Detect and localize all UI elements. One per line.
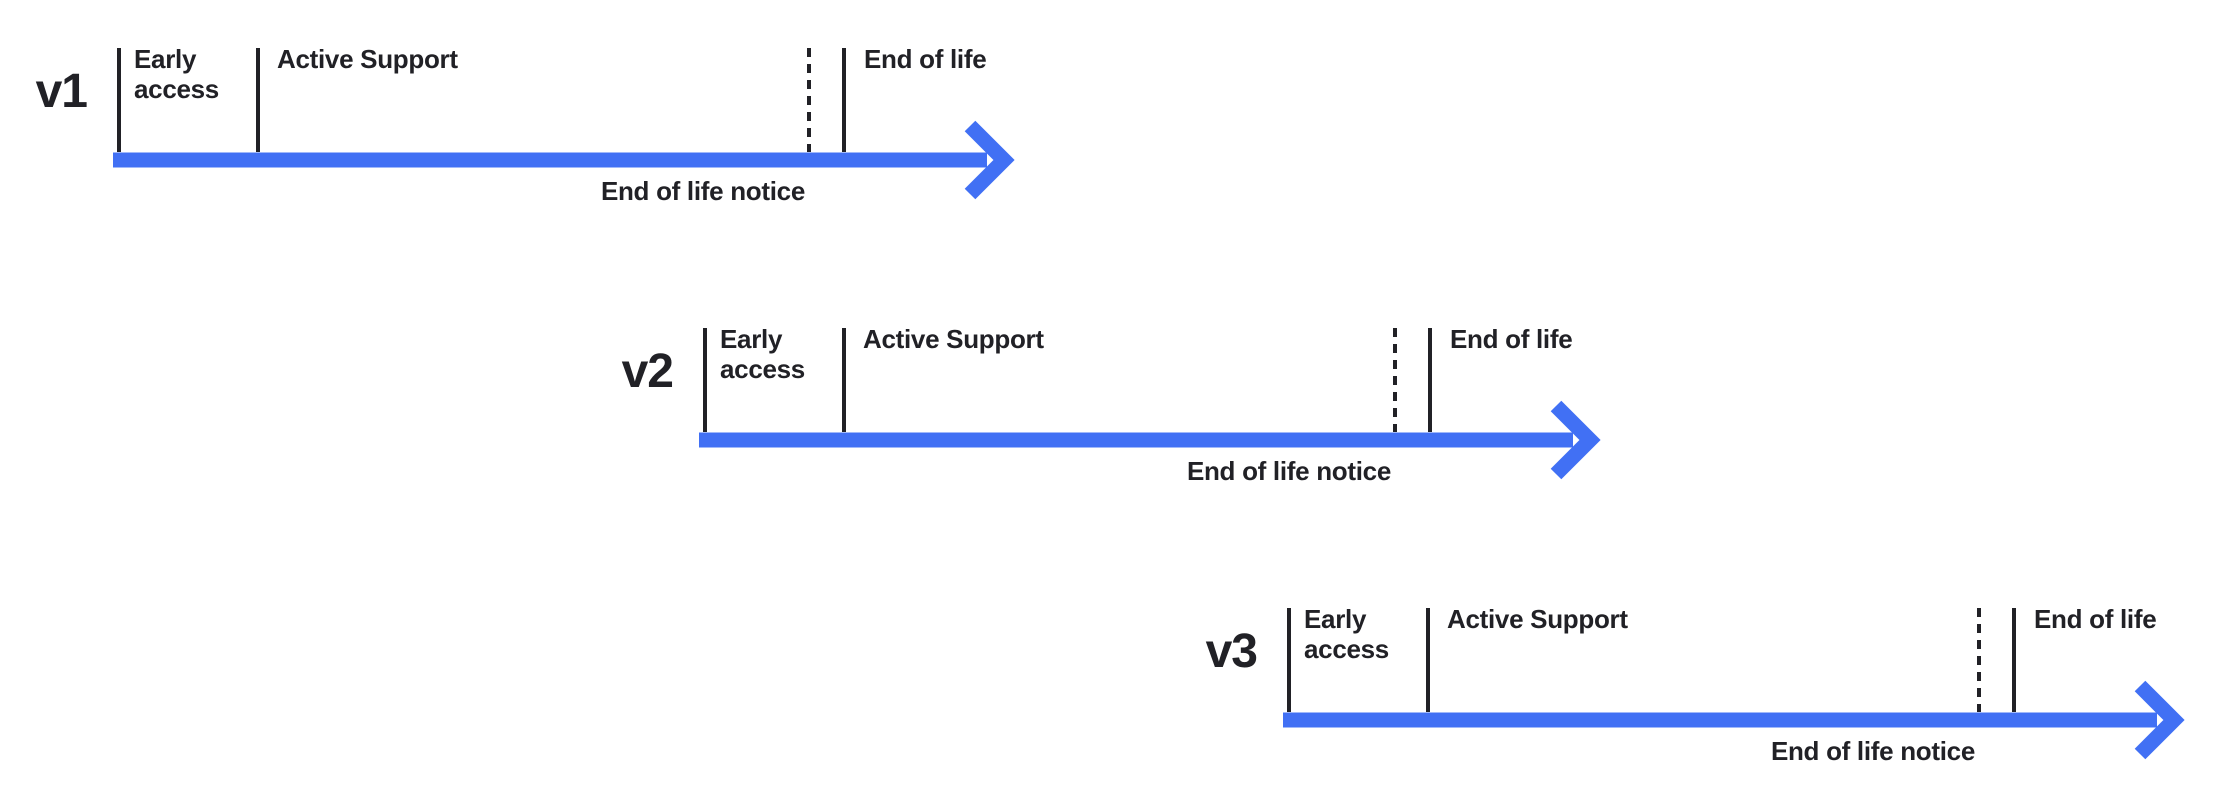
timeline-v2: v2 Early access Active Support End of li…: [622, 324, 1663, 498]
timeline-arrow-icon: [1283, 680, 2185, 760]
early-access-start-tick: [117, 48, 121, 152]
eol-notice-dashed-tick: [807, 48, 811, 152]
version-label: v2: [621, 345, 674, 398]
active-support-start-tick: [842, 328, 846, 432]
end-of-life-label: End of life: [1450, 324, 1573, 354]
end-of-life-notice-label: End of life notice: [1770, 736, 1975, 766]
end-of-life-tick: [1428, 328, 1432, 432]
eol-notice-dashed-tick: [1393, 328, 1397, 432]
timeline-arrow-icon: [699, 400, 1601, 480]
version-label: v1: [35, 65, 88, 118]
active-support-label: Active Support: [1447, 604, 1628, 634]
end-of-life-tick: [842, 48, 846, 152]
end-of-life-notice-label: End of life notice: [1186, 456, 1391, 486]
version-label: v3: [1205, 625, 1258, 678]
end-of-life-notice-label: End of life notice: [600, 176, 805, 206]
timeline-v1: v1 Early access Active Support End of li…: [36, 44, 1077, 218]
end-of-life-label: End of life: [2034, 604, 2157, 634]
active-support-start-tick: [256, 48, 260, 152]
active-support-label: Active Support: [277, 44, 458, 74]
active-support-label: Active Support: [863, 324, 1044, 354]
end-of-life-label: End of life: [864, 44, 987, 74]
end-of-life-tick: [2012, 608, 2016, 712]
timeline-arrow-icon: [113, 120, 1015, 200]
early-access-start-tick: [1287, 608, 1291, 712]
early-access-label: Early access: [134, 44, 219, 104]
early-access-label: Early access: [1304, 604, 1389, 664]
active-support-start-tick: [1426, 608, 1430, 712]
early-access-label: Early access: [720, 324, 805, 384]
early-access-start-tick: [703, 328, 707, 432]
timeline-v3: v3 Early access Active Support End of li…: [1206, 604, 2228, 778]
eol-notice-dashed-tick: [1977, 608, 1981, 712]
